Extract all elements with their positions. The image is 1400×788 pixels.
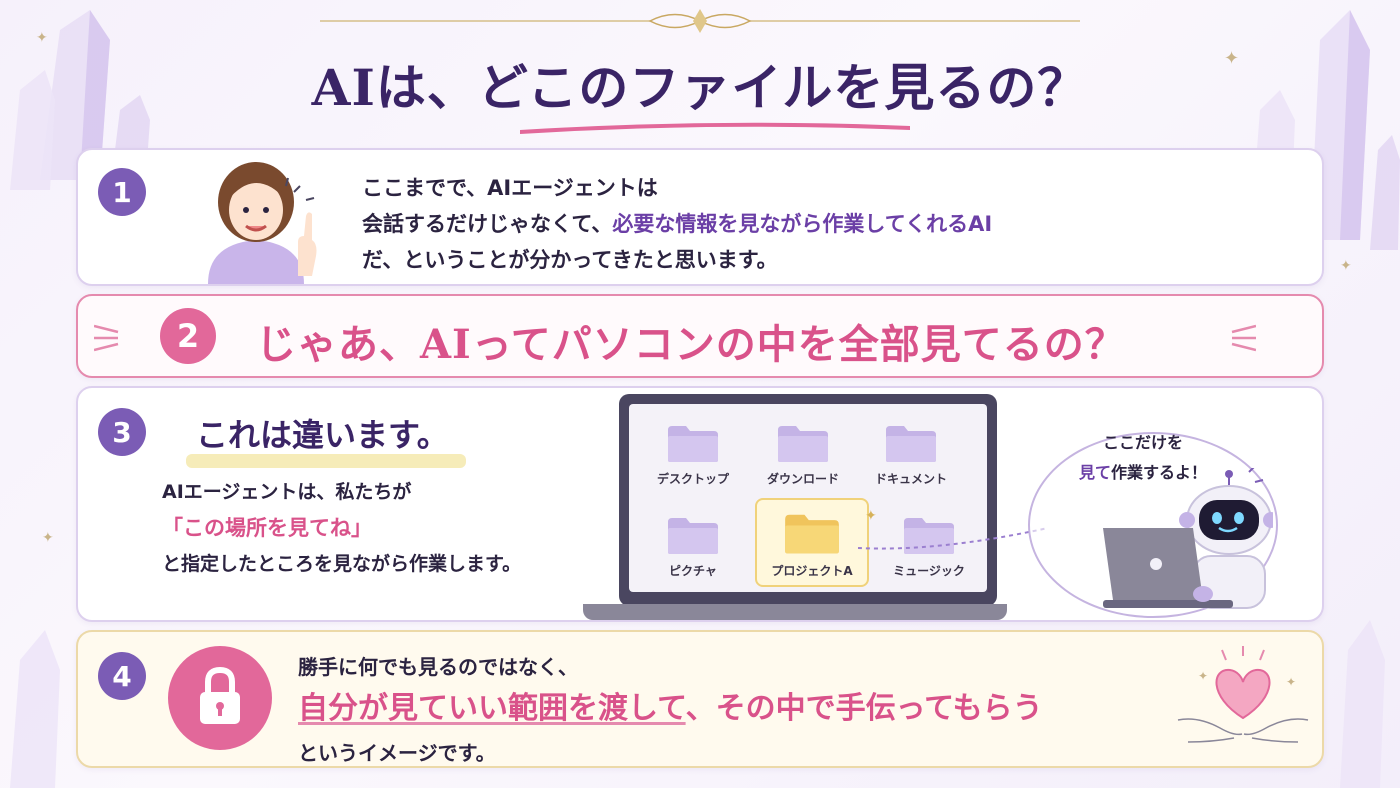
folder-project-a[interactable]: プロジェクトA — [755, 498, 869, 587]
robot-speech-text: ここだけを 見て作業するよ！ — [1063, 428, 1223, 488]
emphasis-lines-left-icon — [94, 324, 119, 352]
step-number-1: 1 — [98, 168, 146, 216]
section-1-line-2-plain: 会話するだけじゃなくて、 — [362, 212, 613, 236]
step-number-3: 3 — [98, 408, 146, 456]
page-title: AIは、どこのファイルを見るの？ — [311, 58, 1089, 117]
section-4-line-2-highlight: 自分が見ていい範囲を渡して — [298, 691, 686, 726]
top-ornament-decoration — [320, 9, 1080, 33]
folder-icon — [668, 426, 718, 462]
robot-with-laptop-icon — [1103, 468, 1273, 609]
robot-speech-line-1: ここだけを — [1102, 433, 1183, 452]
laptop-illustration: デスクトップ ダウンロード ドキュメント ピクチャ プロジェクトA — [583, 388, 1007, 624]
folder-label: プロジェクトA — [771, 564, 853, 578]
section-1-line-1: ここまでで、AIエージェントは — [362, 176, 658, 200]
section-4-text: 勝手に何でも見るのではなく、 自分が見ていい範囲を渡して、その中で手伝ってもらう… — [298, 646, 1043, 774]
laptop-screen: デスクトップ ダウンロード ドキュメント ピクチャ プロジェクトA — [619, 394, 997, 606]
sparkle-icon: ✦ — [42, 530, 54, 546]
svg-text:✦: ✦ — [1286, 675, 1296, 689]
section-4-line-2: 自分が見ていい範囲を渡して、その中で手伝ってもらう — [298, 688, 1043, 732]
title-underline-decoration — [520, 122, 910, 134]
svg-text:✦: ✦ — [1198, 669, 1208, 683]
folder-documents[interactable]: ドキュメント — [861, 422, 961, 487]
lock-badge — [168, 646, 272, 750]
section-3-heading: これは違います。 — [196, 416, 449, 454]
folder-desktop[interactable]: デスクトップ — [643, 422, 743, 487]
section-4-line-1: 勝手に何でも見るのではなく、 — [298, 655, 578, 679]
robot-speech-line-2: 見て作業するよ！ — [1063, 458, 1223, 488]
section-1-line-2-highlight: 必要な情報を見ながら作業してくれるAI — [612, 212, 993, 236]
sparkle-icon: ✦ — [1340, 258, 1352, 274]
section-1-line-3: だ、ということが分かってきたと思います。 — [362, 248, 778, 272]
robot-speech-plain: 作業するよ！ — [1111, 463, 1208, 482]
section-3-line-3: と指定したところを見ながら作業します。 — [162, 553, 522, 575]
folder-label: デスクトップ — [656, 472, 729, 486]
dotted-connector-line — [858, 527, 1049, 550]
crystal-bottom-right-decoration — [1340, 620, 1385, 788]
heading-highlight-decoration — [186, 454, 466, 468]
section-1-text: ここまでで、AIエージェントは 会話するだけじゃなくて、必要な情報を見ながら作業… — [362, 170, 992, 278]
section-2-question: じゃあ、AIってパソコンの中を全部見てるの？ — [256, 321, 1126, 368]
step-number-4: 4 — [98, 652, 146, 700]
lock-icon — [200, 666, 240, 724]
section-3-line-1: AIエージェントは、私たちが — [162, 481, 412, 503]
folder-label: ピクチャ — [669, 564, 717, 578]
folder-pictures[interactable]: ピクチャ — [643, 514, 743, 579]
section-4-line-2-rest: 、その中で手伝ってもらう — [685, 691, 1043, 726]
folder-icon — [778, 426, 828, 462]
folder-icon — [785, 514, 839, 554]
heart-hands-icon: ✦ ✦ — [1177, 646, 1309, 743]
step-number-2: 2 — [160, 308, 216, 364]
section-1-card: 1 ここまでで、AIエージェントは 会話するだけじゃなくて、必要な情報を見ながら… — [76, 148, 1324, 286]
file-browser: デスクトップ ダウンロード ドキュメント ピクチャ プロジェクトA — [629, 404, 987, 592]
folder-label: ダウンロード — [766, 472, 839, 486]
folder-label: ドキュメント — [874, 472, 947, 486]
robot-speech-highlight: 見て — [1078, 463, 1111, 482]
section-3-card: 3 これは違います。 AIエージェントは、私たちが 「この場所を見てね」 と指定… — [76, 386, 1324, 622]
woman-pointing-icon — [208, 162, 317, 284]
sparkle-icon: ✦ — [36, 30, 48, 46]
crystal-left-decoration — [10, 10, 150, 190]
sparkle-icon: ✦ — [865, 508, 877, 524]
section-4-line-3: というイメージです。 — [298, 741, 496, 765]
crystal-bottom-left-decoration — [10, 630, 60, 788]
folder-label: ミュージック — [893, 564, 965, 578]
emphasis-lines-right-icon — [1231, 324, 1256, 352]
laptop-base — [583, 604, 1007, 620]
sparkle-icon: ✦ — [1224, 48, 1240, 69]
section-3-text: AIエージェントは、私たちが 「この場所を見てね」 と指定したところを見ながら作… — [162, 474, 521, 582]
section-1-line-2: 会話するだけじゃなくて、必要な情報を見ながら作業してくれるAI — [362, 206, 992, 242]
section-3-line-2: 「この場所を見てね」 — [162, 516, 372, 540]
folder-downloads[interactable]: ダウンロード — [753, 422, 853, 487]
section-4-card: 4 勝手に何でも見るのではなく、 自分が見ていい範囲を渡して、その中で手伝っても… — [76, 630, 1324, 768]
folder-icon — [886, 426, 936, 462]
section-2-card: 2 じゃあ、AIってパソコンの中を全部見てるの？ — [76, 294, 1324, 378]
folder-icon — [668, 518, 718, 554]
